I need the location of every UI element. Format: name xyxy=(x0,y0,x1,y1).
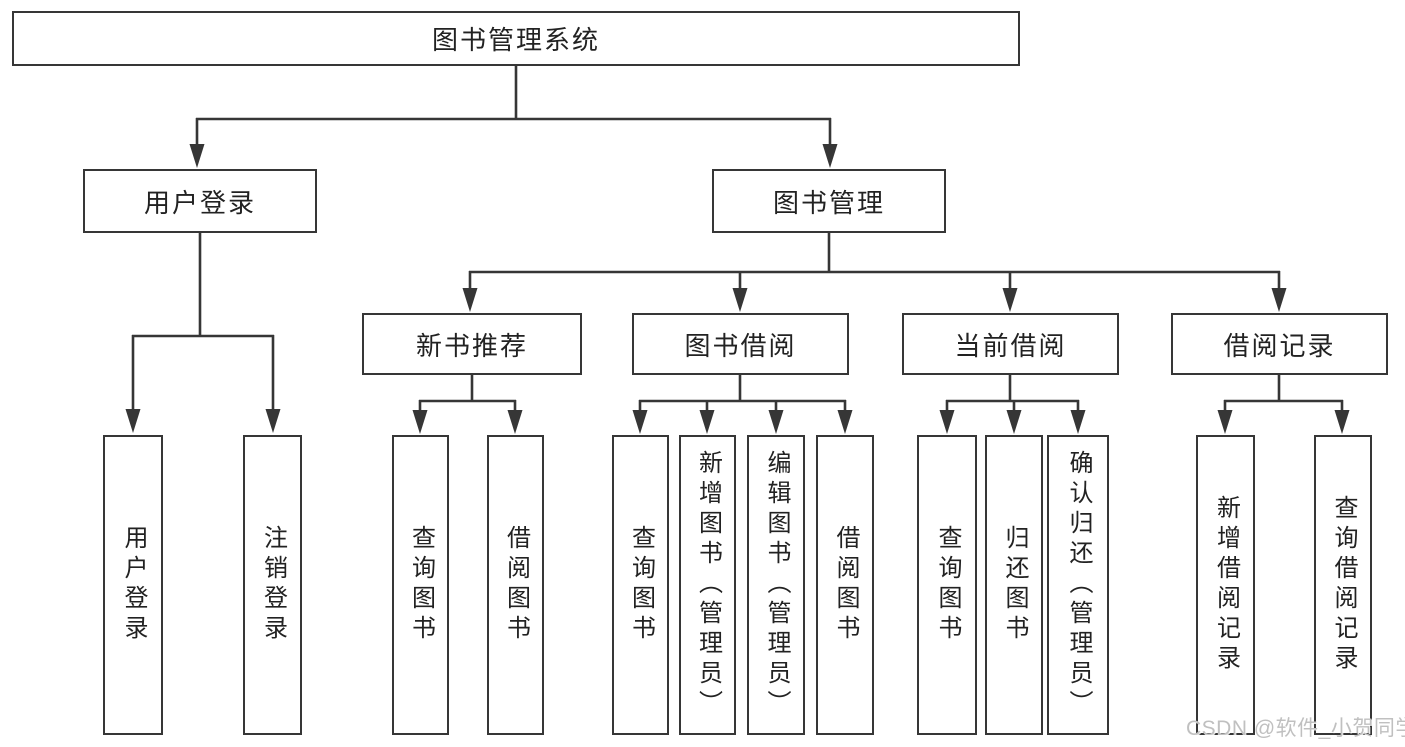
node-label: 当前借阅 xyxy=(954,330,1067,361)
node-borrow-record: 借阅记录 xyxy=(1171,313,1388,375)
arrowhead-icon xyxy=(1006,410,1022,434)
arrowhead-icon xyxy=(1271,288,1287,312)
leaf-confirm-return-admin: 确认归还（管理员） xyxy=(1047,435,1109,735)
node-label: 借阅记录 xyxy=(1223,330,1336,361)
arrowhead-icon xyxy=(265,409,281,433)
leaf-label: 归还图书 xyxy=(1001,525,1028,645)
arrowhead-icon xyxy=(507,410,523,434)
leaf-logout: 注销登录 xyxy=(243,435,302,735)
arrowhead-icon xyxy=(1070,410,1086,434)
node-root-label: 图书管理系统 xyxy=(431,25,600,55)
leaf-label: 查询借阅记录 xyxy=(1330,495,1357,675)
leaf-label: 新增图书（管理员） xyxy=(694,450,722,720)
arrowhead-icon xyxy=(1002,288,1018,312)
node-label: 图书借阅 xyxy=(684,330,797,361)
csdn-watermark: CSDN @软件_小贺同学 xyxy=(1186,717,1405,740)
arrowhead-icon xyxy=(125,409,141,433)
arrowhead-icon xyxy=(939,410,955,434)
leaf-label: 查询图书 xyxy=(627,525,655,645)
arrowhead-icon xyxy=(1334,410,1350,434)
arrowhead-icon xyxy=(462,288,478,312)
leaf-add-borrow-record: 新增借阅记录 xyxy=(1196,435,1255,735)
leaf-label: 注销登录 xyxy=(259,525,287,645)
arrowhead-icon xyxy=(732,288,748,312)
arrowhead-icon xyxy=(768,410,784,434)
node-book-management: 图书管理 xyxy=(712,169,946,233)
leaf-borrow-book-recommend: 借阅图书 xyxy=(487,435,544,735)
leaf-query-book-recommend: 查询图书 xyxy=(392,435,449,735)
arrowhead-icon xyxy=(189,144,205,168)
arrowhead-icon xyxy=(632,410,648,434)
arrowhead-icon xyxy=(837,410,853,434)
node-book-borrow: 图书借阅 xyxy=(632,313,849,375)
leaf-label: 新增借阅记录 xyxy=(1212,495,1240,675)
leaf-query-book-current: 查询图书 xyxy=(917,435,977,735)
node-new-book-recommend: 新书推荐 xyxy=(362,313,582,375)
leaf-borrow-book-2: 借阅图书 xyxy=(816,435,874,735)
node-label: 图书管理 xyxy=(772,187,885,218)
arrowhead-icon xyxy=(822,144,838,168)
leaf-return-book: 归还图书 xyxy=(985,435,1043,735)
leaf-query-book-borrow: 查询图书 xyxy=(612,435,669,735)
leaf-label: 确认归还（管理员） xyxy=(1065,450,1092,720)
node-root: 图书管理系统 xyxy=(12,11,1020,66)
node-user-login: 用户登录 xyxy=(83,169,317,233)
leaf-edit-book-admin: 编辑图书（管理员） xyxy=(747,435,805,735)
node-current-borrow: 当前借阅 xyxy=(902,313,1119,375)
leaf-add-book-admin: 新增图书（管理员） xyxy=(679,435,736,735)
leaf-user-login: 用户登录 xyxy=(103,435,163,735)
leaf-label: 用户登录 xyxy=(120,525,147,645)
leaf-label: 借阅图书 xyxy=(832,525,859,645)
arrowhead-icon xyxy=(1217,410,1233,434)
arrowhead-icon xyxy=(412,410,428,434)
leaf-label: 编辑图书（管理员） xyxy=(763,450,790,720)
arrowhead-icon xyxy=(699,410,715,434)
node-label: 新书推荐 xyxy=(415,330,528,361)
leaf-label: 查询图书 xyxy=(407,525,435,645)
leaf-label: 查询图书 xyxy=(934,525,961,645)
leaf-label: 借阅图书 xyxy=(502,525,530,645)
leaf-query-borrow-record: 查询借阅记录 xyxy=(1314,435,1372,735)
node-label: 用户登录 xyxy=(143,187,256,218)
